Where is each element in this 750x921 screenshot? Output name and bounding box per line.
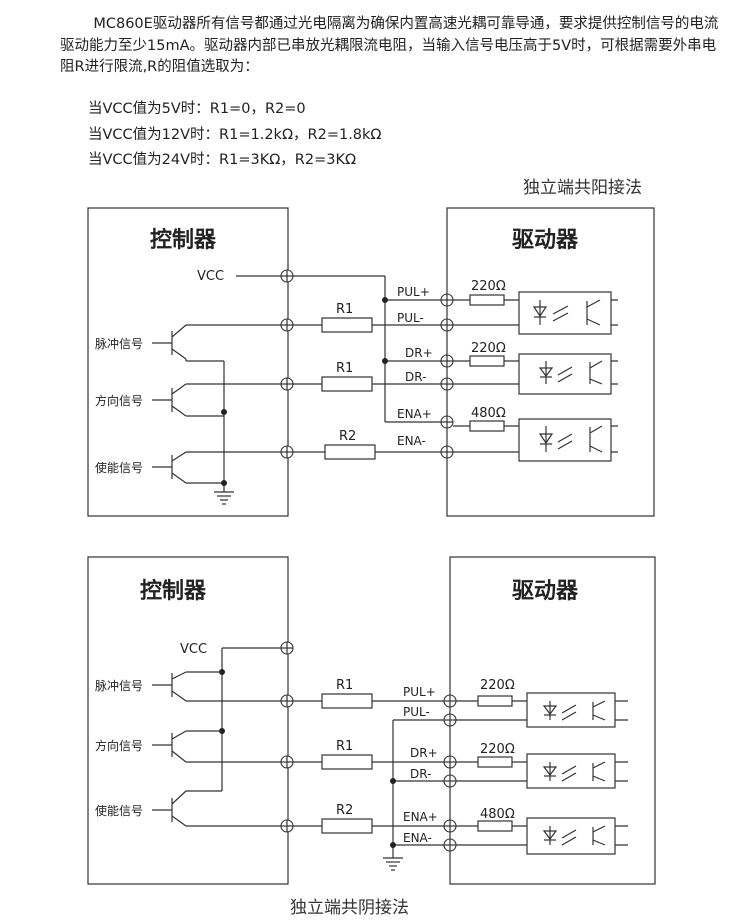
- diagram1-pin-pul-minus: PUL-: [397, 311, 424, 325]
- diagram2-internal-channel-pul: 220Ω: [456, 678, 628, 728]
- diagram1-transistor-3: [152, 451, 287, 484]
- diagram1-ground-symbol: [214, 491, 234, 505]
- diagram2-internal-channel-dir: 220Ω: [456, 742, 628, 789]
- diagram1-dir-signal-label: 方向信号: [95, 393, 143, 408]
- diagram1-optocoupler-dir: [518, 353, 612, 395]
- diagram1-optocoupler-pul: [518, 291, 612, 335]
- diagram1-vcc-label: VCC: [197, 269, 224, 284]
- diagram1-internal-res-pul: 220Ω: [471, 279, 506, 294]
- diagram1-internal-channel-pul: 220Ω: [453, 279, 618, 335]
- diagram1-optocoupler-ena: [518, 418, 612, 462]
- diagram2-pin-ena-minus: ENA-: [403, 831, 432, 845]
- value-line-24v: 当VCC值为24V时：R1=3KΩ，R2=3KΩ: [88, 152, 357, 168]
- diagram2-internal-res-dir: 220Ω: [480, 742, 515, 757]
- diagram2-resistor-r1-pul: [321, 693, 373, 709]
- diagram1-resistor-r1-dir: [321, 376, 373, 392]
- intro-paragraph: MC860E驱动器所有信号都通过光电隔离为确保内置高速光耦可靠导通，要求提供控制…: [60, 16, 719, 75]
- diagram2-pin-pul-plus: PUL+: [403, 685, 436, 699]
- diagram1-r1-dir-label: R1: [336, 361, 353, 376]
- diagram1-transistor-2: [152, 383, 287, 417]
- diagram2-internal-res-ena: 480Ω: [480, 807, 515, 822]
- diagram1-common-anode: 控制器 驱动器 VCC 脉冲信号 方向信号 使能信号: [87, 207, 655, 517]
- diagram2-controller-title: 控制器: [140, 578, 207, 604]
- diagram2-internal-channel-ena: 480Ω: [456, 807, 628, 855]
- diagram1-controller-title: 控制器: [150, 227, 217, 253]
- diagram2-optocoupler-dir: [526, 753, 616, 789]
- diagram2-pin-dr-plus: DR+: [410, 746, 438, 760]
- diagram2-transistor-1: [152, 671, 287, 702]
- diagram1-internal-res-dir: 220Ω: [471, 341, 506, 356]
- diagram2-transistor-2: [152, 730, 287, 763]
- value-line-12v: 当VCC值为12V时：R1=1.2kΩ，R2=1.8kΩ: [88, 126, 382, 143]
- diagram2-r1-pul-label: R1: [336, 678, 353, 693]
- diagram2-internal-res-pul: 220Ω: [480, 678, 515, 693]
- intro-text: MC860E驱动器所有信号都通过光电隔离为确保内置高速光耦可靠导通，要求提供控制…: [60, 14, 720, 79]
- diagram1-internal-channel-ena: 480Ω: [453, 406, 618, 462]
- diagram2-controller-box: [87, 556, 289, 885]
- diagram2-common-cathode: 控制器 驱动器 VCC 脉冲信号 方向信号 使能信号: [87, 556, 656, 885]
- diagram2-caption: 独立端共阴接法: [290, 898, 409, 918]
- diagram2-optocoupler-pul: [526, 692, 616, 728]
- diagram1-internal-channel-dir: 220Ω: [453, 341, 618, 395]
- diagram1-pulse-signal-label: 脉冲信号: [95, 336, 143, 351]
- diagram1-internal-res-ena: 480Ω: [471, 406, 506, 421]
- diagram2-vcc-label: VCC: [180, 642, 207, 657]
- diagram1-pin-dr-minus: DR-: [405, 370, 426, 384]
- diagram2-terminals: [280, 641, 457, 852]
- value-line-5v: 当VCC值为5V时：R1=0，R2=0: [88, 101, 306, 117]
- diagram2-optocoupler-ena: [526, 817, 616, 855]
- diagram2-transistor-3: [152, 790, 287, 827]
- diagram1-pin-ena-plus: ENA+: [397, 407, 432, 421]
- diagram2-ground-symbol: [383, 857, 403, 871]
- diagram1-caption: 独立端共阳接法: [523, 178, 642, 198]
- diagram1-r1-pul-label: R1: [336, 302, 353, 317]
- resistor-values: 当VCC值为5V时：R1=0，R2=0 当VCC值为12V时：R1=1.2kΩ，…: [88, 97, 382, 174]
- diagram2-resistor-r2-ena: [321, 818, 373, 834]
- diagram2-pin-pul-minus: PUL-: [403, 705, 430, 719]
- diagram1-ena-signal-label: 使能信号: [95, 460, 143, 475]
- diagram1-resistor-r1-pul: [321, 317, 373, 333]
- diagram1-transistor-1: [152, 324, 287, 361]
- diagram1-r2-ena-label: R2: [339, 429, 356, 444]
- diagram1-driver-title: 驱动器: [512, 228, 579, 253]
- diagram1-pin-ena-minus: ENA-: [397, 434, 426, 448]
- diagram2-pin-ena-plus: ENA+: [403, 810, 438, 824]
- diagram2-resistor-r1-dir: [321, 754, 373, 770]
- diagram2-pin-dr-minus: DR-: [410, 767, 431, 781]
- diagram2-driver-title: 驱动器: [512, 579, 579, 604]
- diagram1-pin-pul-plus: PUL+: [397, 285, 430, 299]
- diagram1-controller-box: [87, 207, 289, 517]
- diagram2-pulse-signal-label: 脉冲信号: [95, 678, 143, 693]
- diagram2-ena-signal-label: 使能信号: [95, 803, 143, 818]
- diagram1-pin-dr-plus: DR+: [405, 346, 433, 360]
- diagram1-resistor-r2-ena: [324, 444, 376, 460]
- diagram2-r1-dir-label: R1: [336, 739, 353, 754]
- diagram2-dir-signal-label: 方向信号: [95, 738, 143, 753]
- diagram2-r2-ena-label: R2: [336, 803, 353, 818]
- diagram1-terminals: [280, 269, 454, 459]
